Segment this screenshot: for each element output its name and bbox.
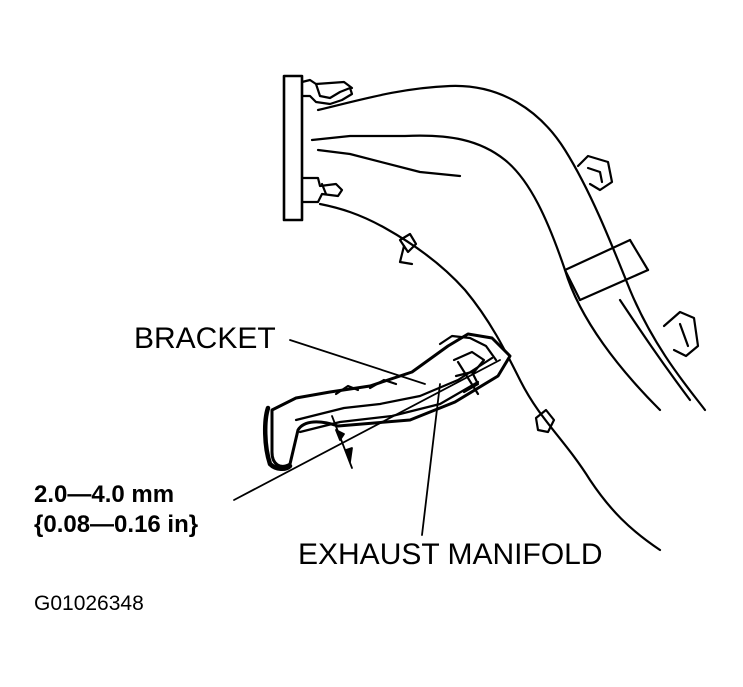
bracket-label: BRACKET (134, 322, 276, 355)
exhaust-manifold-label: EXHAUST MANIFOLD (298, 538, 603, 571)
manifold-pipe (310, 84, 707, 552)
clearance-in-label: {0.08—0.16 in} (34, 511, 199, 538)
clearance-mm-label: 2.0—4.0 mm (34, 481, 175, 508)
leader-lines (233, 339, 501, 536)
bracket-part (263, 332, 512, 471)
figure-id: G01026348 (34, 592, 144, 615)
manifold-flange (282, 74, 354, 222)
clearance-dimension: 2.0—4.0 mm {0.08—0.16 in} (34, 480, 198, 540)
